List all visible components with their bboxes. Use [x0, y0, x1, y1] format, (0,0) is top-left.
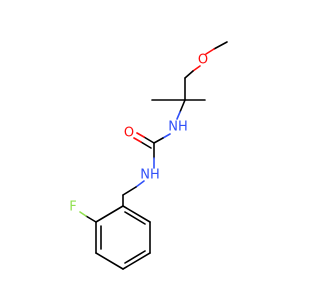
- bond-c-o-double-1: [143, 136, 155, 144]
- atom-o-carbonyl: O: [124, 126, 134, 141]
- bond-methyl-o-red: [205, 48, 215, 55]
- bond-cq-n-blue: [176, 111, 181, 120]
- atom-o-ether: O: [198, 53, 208, 68]
- ring-bond-1: [95, 205, 124, 223]
- bond-methyl-o: [213, 41, 228, 50]
- ring-bond-6: [122, 205, 151, 223]
- atom-labels: O NH O NH F: [69, 53, 208, 215]
- bond-ring-f: [85, 215, 97, 223]
- bond-n2-ch2: [122, 186, 137, 196]
- bond-n2-ch2-blue: [135, 180, 145, 188]
- ring-bond-3: [95, 252, 124, 270]
- bond-n-cc: [153, 137, 164, 144]
- bond-o-ch2: [184, 70, 194, 79]
- bond-o-ch2-red: [192, 65, 201, 72]
- ring-bond-4: [122, 252, 151, 270]
- bond-n-cc-blue: [162, 133, 171, 139]
- bond-c-o-double-1-red: [136, 132, 145, 138]
- ring-inner-2: [124, 250, 146, 264]
- bond-c-o-double-2-red: [133, 137, 142, 143]
- atom-f: F: [69, 200, 76, 215]
- bond-c-o-double-2: [140, 141, 152, 149]
- molecule-structure: O NH O NH F: [69, 41, 228, 270]
- bond-ring-f-green: [79, 211, 87, 217]
- ring-inner-3: [124, 211, 146, 225]
- atom-n-lower: NH: [140, 168, 160, 183]
- atom-n-upper: NH: [168, 120, 188, 135]
- bond-cq-n: [179, 99, 186, 113]
- bonds: [79, 41, 228, 270]
